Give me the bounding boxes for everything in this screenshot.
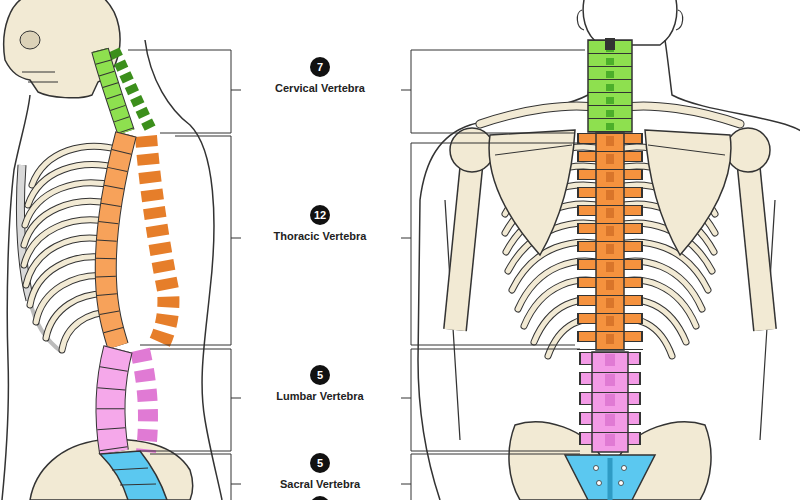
callout-number: 5 (310, 365, 330, 385)
badge-row: 5 (245, 453, 395, 473)
callout-number: 12 (310, 205, 330, 225)
callout-number: 7 (310, 57, 330, 77)
region-label-group: 7Cervical Vertebra (245, 57, 395, 95)
posterior-figure (418, 0, 800, 500)
region-label-group: 12Thoracic Vertebra (245, 205, 395, 243)
region-name: Cervical Vertebra (245, 82, 395, 95)
badge-row: 5 (245, 365, 395, 385)
region-name: Lumbar Vertebra (245, 390, 395, 403)
region-label-group: 5Lumbar Vertebra (245, 365, 395, 403)
region-label-group: 5Sacral Vertebra (245, 453, 395, 491)
callout-number: 5 (310, 453, 330, 473)
badge-row: 12 (245, 205, 395, 225)
region-name: Thoracic Vertebra (245, 230, 395, 243)
cut-off-badge (310, 496, 330, 500)
region-bracket (128, 50, 585, 500)
badge-row: 7 (245, 57, 395, 77)
region-name: Sacral Vertebra (245, 478, 395, 491)
lateral-figure (2, 0, 222, 500)
